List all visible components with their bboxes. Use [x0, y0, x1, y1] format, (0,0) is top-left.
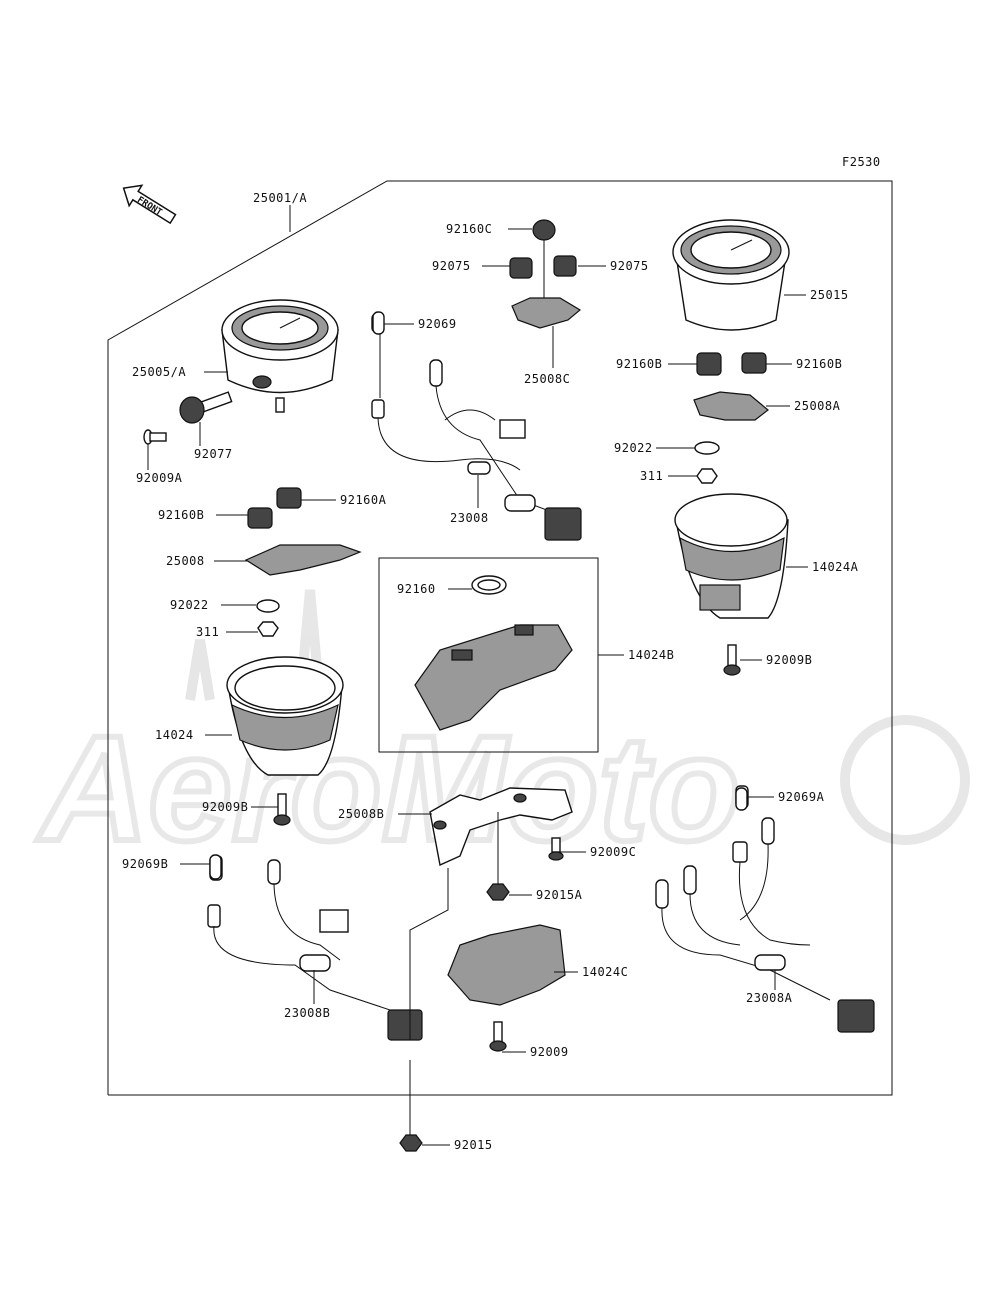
rubber-92160b-left	[247, 507, 273, 529]
bracket-25008	[244, 544, 362, 576]
screw-92009c	[548, 837, 564, 861]
label-92075-left: 92075	[432, 259, 471, 273]
bracket-25008b-hole	[433, 820, 447, 830]
label-92069: 92069	[418, 317, 457, 331]
cover-14024c	[447, 924, 566, 1006]
bracket-25008a	[693, 391, 769, 421]
label-14024c: 14024C	[582, 965, 628, 979]
rubber-92075-left	[509, 257, 533, 279]
label-92069b: 92069B	[122, 857, 168, 871]
bracket-25008b	[429, 787, 573, 867]
nut-92015	[399, 1134, 423, 1152]
label-25008a: 25008A	[794, 399, 841, 413]
washer-92022-left	[256, 599, 280, 613]
label-25005a: 25005/A	[132, 365, 186, 379]
label-92160b-right-1: 92160B	[616, 357, 662, 371]
label-25008c: 25008C	[524, 372, 570, 386]
label-92075-right: 92075	[610, 259, 649, 273]
label-25001a: 25001/A	[253, 191, 307, 205]
label-14024a: 14024A	[812, 560, 859, 574]
watermark-text: AeroMoto	[36, 704, 740, 872]
screw-92009b-right	[723, 644, 741, 676]
rubber-92075-right	[553, 255, 577, 277]
label-92009b-right: 92009B	[766, 653, 812, 667]
label-92160: 92160	[397, 582, 436, 596]
label-92009b-left: 92009B	[202, 800, 248, 814]
label-92160a: 92160A	[340, 493, 387, 507]
label-14024: 14024	[155, 728, 194, 742]
label-92015a: 92015A	[536, 888, 583, 902]
assembly-outline	[107, 180, 893, 1096]
rubber-92160c	[532, 219, 556, 241]
screw-92009	[489, 1021, 507, 1052]
case-14024a	[674, 493, 789, 619]
cover-14024b	[414, 575, 573, 731]
label-92160b-left: 92160B	[158, 508, 204, 522]
harness-23008	[371, 313, 582, 541]
label-25008: 25008	[166, 554, 205, 568]
case-14024	[226, 656, 344, 776]
label-23008b: 23008B	[284, 1006, 330, 1020]
screw-92009a	[143, 429, 167, 445]
knob-92077	[179, 391, 233, 424]
label-92077: 92077	[194, 447, 233, 461]
rubber-92160b-right-2	[741, 352, 767, 374]
meter-25015	[672, 219, 790, 331]
rubber-92160b-right-1	[696, 352, 722, 376]
washer-92022-right	[694, 441, 720, 455]
bracket-25008b-hole	[513, 793, 527, 803]
bulb-92069a	[735, 787, 748, 811]
label-14024b: 14024B	[628, 648, 674, 662]
rubber-92160a	[276, 487, 302, 509]
label-23008: 23008	[450, 511, 489, 525]
label-23008a: 23008A	[746, 991, 793, 1005]
label-92009: 92009	[530, 1045, 569, 1059]
bulb-92069b	[209, 854, 222, 880]
label-92015: 92015	[454, 1138, 493, 1152]
bracket-25008c	[511, 297, 582, 329]
meter-25005a	[221, 299, 339, 413]
part-labels: 25001/A 92160C 92075 92075 25015 92069 2…	[122, 191, 859, 1152]
watermark: AeroMoto	[33, 589, 970, 875]
label-25008b: 25008B	[338, 807, 384, 821]
label-92022-right: 92022	[614, 441, 653, 455]
label-92160c: 92160C	[446, 222, 492, 236]
screw-92009b-left	[273, 793, 291, 826]
label-92160b-right-2: 92160B	[796, 357, 842, 371]
label-92009c: 92009C	[590, 845, 636, 859]
leader-lines	[147, 205, 808, 1146]
label-311-left: 311	[196, 625, 219, 639]
bulb-92069	[372, 311, 385, 335]
label-25015: 25015	[810, 288, 849, 302]
label-92009a: 92009A	[136, 471, 183, 485]
front-arrow-icon: FRONT	[122, 184, 177, 225]
label-92069a: 92069A	[778, 790, 825, 804]
label-92022-left: 92022	[170, 598, 209, 612]
harness-23008b	[207, 855, 423, 1041]
nut-92015a	[486, 883, 510, 901]
nut-311-right	[696, 468, 718, 484]
figure-code: F2530	[842, 155, 881, 169]
watermark-wheel	[840, 715, 970, 845]
harness-23008a	[655, 785, 875, 1033]
label-311-right: 311	[640, 469, 663, 483]
nut-311-left	[257, 621, 279, 637]
